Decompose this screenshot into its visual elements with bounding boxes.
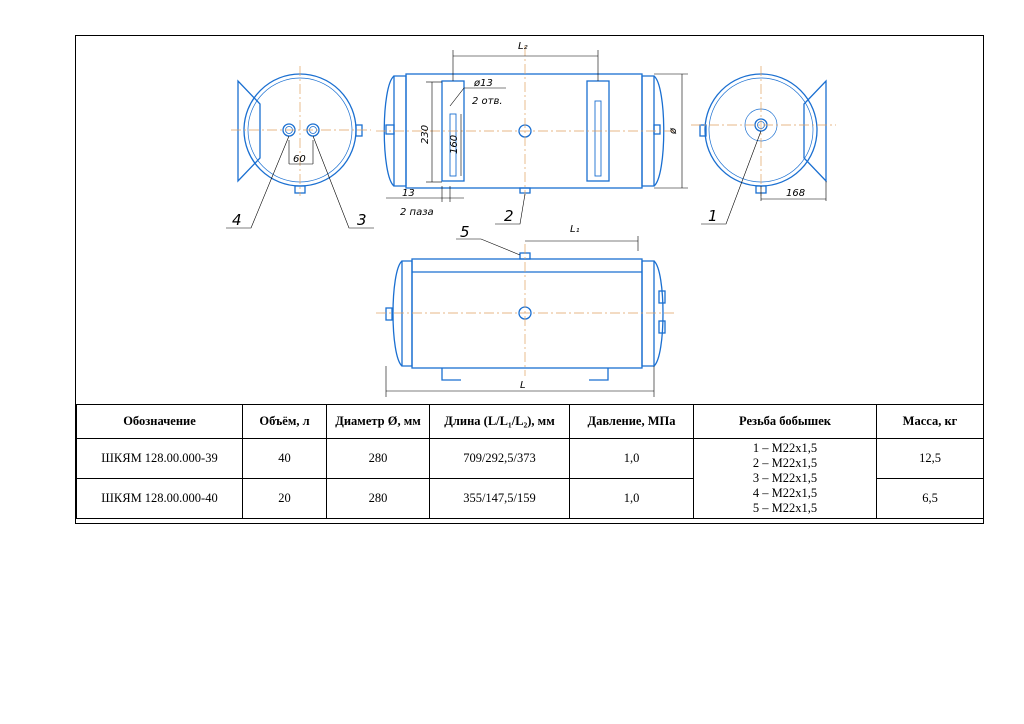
technical-drawing: L₂ L₁ L ø13 2 отв. 230 160 13 2 паза 60 … xyxy=(76,36,983,405)
cell-mass: 12,5 xyxy=(876,438,984,479)
cell-designation: ШКЯМ 128.00.000-40 xyxy=(76,478,243,519)
dimension-lines xyxy=(288,50,827,397)
header-length: Длина (L/L₁/L₂), мм xyxy=(429,404,570,439)
dim-slots: 2 паза xyxy=(400,207,434,218)
dim-diameter: ø xyxy=(668,127,679,135)
thread-line: 3 – М22х1,5 xyxy=(752,471,818,485)
thread-line: 4 – М22х1,5 xyxy=(752,486,818,500)
header-mass: Масса, кг xyxy=(876,404,984,439)
cell-designation: ШКЯМ 128.00.000-39 xyxy=(76,438,243,479)
cell-diameter: 280 xyxy=(326,438,430,479)
drawing-sheet: L₂ L₁ L ø13 2 отв. 230 160 13 2 паза 60 … xyxy=(75,35,984,524)
center-axes xyxy=(231,46,836,376)
dim-60: 60 xyxy=(293,154,306,165)
cell-length: 355/147,5/159 xyxy=(429,478,570,519)
cell-pressure: 1,0 xyxy=(569,438,694,479)
side-view xyxy=(385,252,666,381)
callout-3: 3 xyxy=(357,211,367,229)
header-designation: Обозначение xyxy=(76,404,243,439)
cell-threads: 1 – М22х1,5 2 – М22х1,5 3 – М22х1,5 4 – … xyxy=(693,438,877,519)
thread-line: 5 – М22х1,5 xyxy=(752,501,818,515)
dim-160: 160 xyxy=(449,135,460,154)
spec-table: Обозначение Объём, л Диаметр Ø, мм Длина… xyxy=(76,404,984,519)
callout-5: 5 xyxy=(460,223,470,241)
cell-volume: 40 xyxy=(242,438,327,479)
cell-length: 709/292,5/373 xyxy=(429,438,570,479)
drawing-canvas: L₂ L₁ L ø13 2 отв. 230 160 13 2 паза 60 … xyxy=(226,41,836,397)
dim-d13: ø13 xyxy=(473,78,493,89)
header-diameter: Диаметр Ø, мм xyxy=(326,404,430,439)
leader-lines xyxy=(226,130,762,256)
dim-13: 13 xyxy=(402,188,415,199)
dim-l2: L₂ xyxy=(518,41,528,52)
cell-volume: 20 xyxy=(242,478,327,519)
front-view xyxy=(383,73,665,194)
cell-pressure: 1,0 xyxy=(569,478,694,519)
callout-1: 1 xyxy=(708,207,718,225)
callout-2: 2 xyxy=(504,207,514,225)
header-volume: Объём, л xyxy=(242,404,327,439)
cell-mass: 6,5 xyxy=(876,478,984,519)
table-header-row: Обозначение Объём, л Диаметр Ø, мм Длина… xyxy=(76,404,984,439)
callout-4: 4 xyxy=(232,211,242,229)
thread-line: 1 – М22х1,5 xyxy=(752,441,818,455)
dim-l1: L₁ xyxy=(570,224,580,235)
header-pressure: Давление, МПа xyxy=(569,404,694,439)
dim-230: 230 xyxy=(420,125,431,144)
dim-holes: 2 отв. xyxy=(472,96,503,107)
dim-168: 168 xyxy=(786,188,805,199)
thread-line: 2 – М22х1,5 xyxy=(752,456,818,470)
table-row: ШКЯМ 128.00.000-40 20 280 355/147,5/159 … xyxy=(76,478,984,519)
dim-l: L xyxy=(520,380,526,391)
cell-diameter: 280 xyxy=(326,478,430,519)
right-end-view xyxy=(699,73,827,194)
table-row: ШКЯМ 128.00.000-39 40 280 709/292,5/373 … xyxy=(76,438,984,519)
header-threads: Резьба бобышек xyxy=(693,404,877,439)
